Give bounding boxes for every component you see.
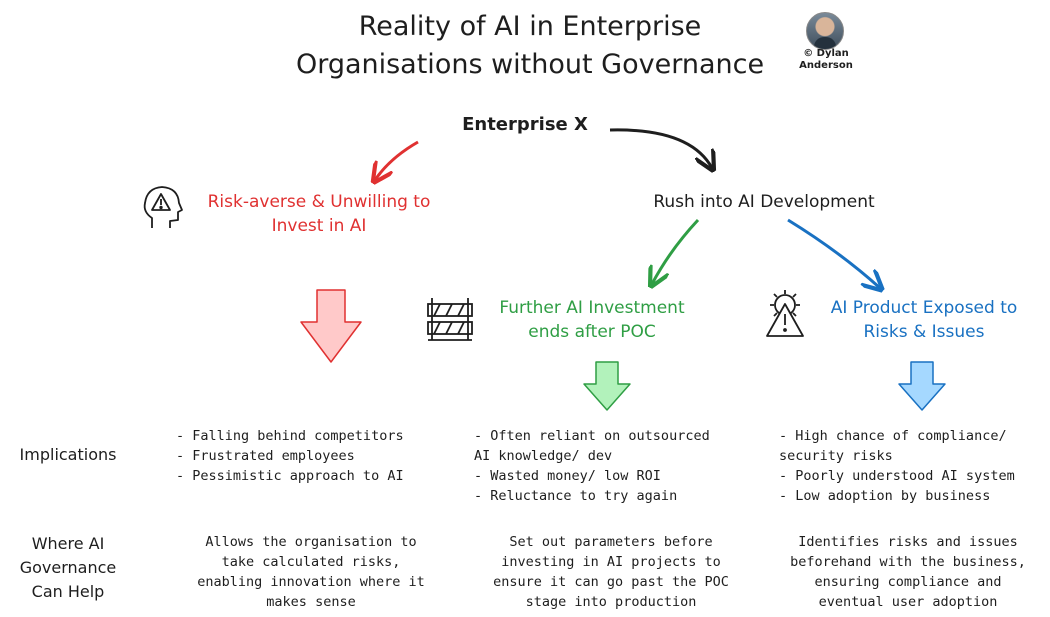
list-item: security risks xyxy=(779,448,893,464)
node-risk-averse: Risk-averse & Unwilling to Invest in AI xyxy=(188,190,450,238)
governance-line: beforehand with the business, xyxy=(790,554,1026,570)
title-line-2: Organisations without Governance xyxy=(295,49,765,80)
governance-col-2: Set out parameters before investing in A… xyxy=(466,532,756,612)
governance-line: makes sense xyxy=(266,594,356,610)
down-arrow-red xyxy=(300,289,362,363)
arrow-to-risk-averse xyxy=(375,140,419,180)
credit-line-1: © Dylan xyxy=(803,48,849,59)
implications-col-3: - High chance of compliance/ security ri… xyxy=(779,426,1015,506)
list-item: - High chance of compliance/ xyxy=(779,428,1007,444)
node-further-investment-line-1: Further AI Investment xyxy=(499,298,685,318)
arrow-to-further-investment xyxy=(652,218,700,284)
node-rush-label: Rush into AI Development xyxy=(653,192,875,212)
row-label-governance-line-3: Can Help xyxy=(31,582,105,601)
governance-line: Identifies risks and issues xyxy=(798,534,1018,550)
governance-line: stage into production xyxy=(525,594,697,610)
node-further-investment: Further AI Investment ends after POC xyxy=(476,296,708,344)
node-exposed-risks: AI Product Exposed to Risks & Issues xyxy=(808,296,1040,344)
governance-col-3: Identifies risks and issues beforehand w… xyxy=(770,532,1046,612)
row-label-implications: Implications xyxy=(4,443,132,467)
governance-line: ensuring compliance and xyxy=(814,574,1002,590)
down-arrow-blue xyxy=(898,361,946,411)
list-item: - Falling behind competitors xyxy=(176,428,404,444)
governance-line: Allows the organisation to xyxy=(205,534,417,550)
list-item: - Low adoption by business xyxy=(779,488,991,504)
row-label-governance-line-1: Where AI xyxy=(31,534,105,553)
list-item: - Frustrated employees xyxy=(176,448,355,464)
list-item: - Pessimistic approach to AI xyxy=(176,468,404,484)
head-warning-icon xyxy=(143,186,183,228)
node-risk-averse-line-2: Invest in AI xyxy=(271,216,367,236)
governance-line: enabling innovation where it xyxy=(197,574,425,590)
row-label-governance-line-2: Governance xyxy=(19,558,117,577)
credit-line-2: Anderson xyxy=(799,60,853,71)
list-item: - Poorly understood AI system xyxy=(779,468,1015,484)
row-label-governance: Where AI Governance Can Help xyxy=(8,532,128,604)
node-risk-averse-line-1: Risk-averse & Unwilling to xyxy=(207,192,431,212)
node-exposed-risks-line-2: Risks & Issues xyxy=(863,322,985,342)
title-line-1: Reality of AI in Enterprise xyxy=(358,11,702,42)
down-arrow-green xyxy=(583,361,631,411)
arrow-to-exposed-risks xyxy=(787,218,880,288)
governance-line: investing in AI projects to xyxy=(501,554,721,570)
governance-line: eventual user adoption xyxy=(818,594,998,610)
node-exposed-risks-line-1: AI Product Exposed to xyxy=(830,298,1018,318)
governance-line: ensure it can go past the POC xyxy=(493,574,729,590)
list-item: - Wasted money/ low ROI xyxy=(474,468,661,484)
page-title: Reality of AI in Enterprise Organisation… xyxy=(260,8,800,84)
row-label-implications-text: Implications xyxy=(19,445,117,464)
barrier-icon xyxy=(427,298,473,341)
implications-col-1: - Falling behind competitors - Frustrate… xyxy=(176,426,404,486)
implications-col-2: - Often reliant on outsourced AI knowled… xyxy=(474,426,710,506)
arrow-to-rush xyxy=(609,128,712,168)
node-further-investment-line-2: ends after POC xyxy=(528,322,656,342)
governance-line: Set out parameters before xyxy=(509,534,713,550)
warning-gear-icon xyxy=(766,290,804,337)
list-item: AI knowledge/ dev xyxy=(474,448,613,464)
author-avatar xyxy=(806,12,844,50)
list-item: - Often reliant on outsourced xyxy=(474,428,710,444)
list-item: - Reluctance to try again xyxy=(474,488,678,504)
node-rush-development: Rush into AI Development xyxy=(622,190,906,214)
governance-line: take calculated risks, xyxy=(221,554,401,570)
governance-col-1: Allows the organisation to take calculat… xyxy=(170,532,452,612)
author-credit: © Dylan Anderson xyxy=(796,48,856,72)
root-node-enterprise: Enterprise X xyxy=(462,114,588,135)
